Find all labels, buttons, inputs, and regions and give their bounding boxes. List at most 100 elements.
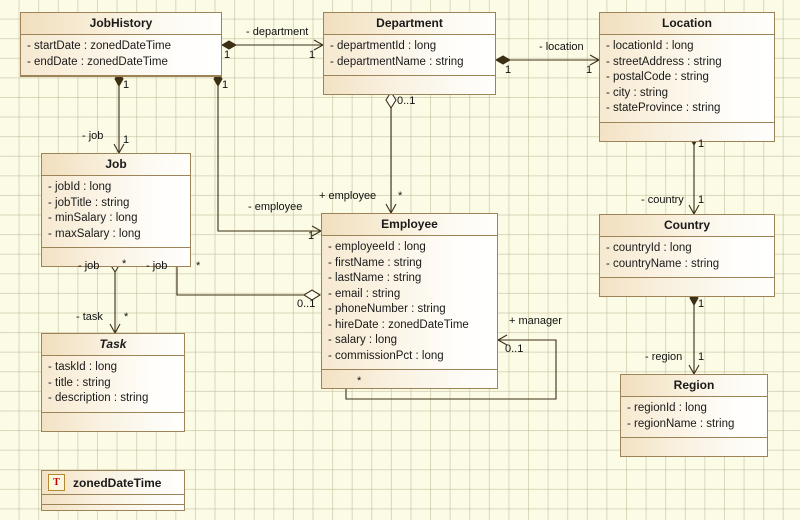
class-title-location: Location: [600, 13, 774, 35]
datatype-box-zoneddatetime[interactable]: T zonedDateTime: [41, 470, 185, 511]
class-attributes-jobhistory: - startDate : zonedDateTime - endDate : …: [21, 35, 221, 76]
attribute-row: - departmentId : long: [330, 40, 437, 52]
edge-department-location: [494, 54, 601, 66]
attribute-row: - locationId : long: [606, 40, 694, 52]
attribute-row: - countryName : string: [606, 257, 720, 270]
class-operations-task: [42, 412, 184, 431]
class-attributes-location: - locationId : long - streetAddress : st…: [600, 35, 774, 123]
attribute-row: - phoneNumber : string: [328, 303, 446, 315]
edge-department-employee: [385, 90, 397, 215]
class-attributes-task: - taskId : long - title : string - descr…: [42, 356, 184, 413]
attribute-row: - description : string: [48, 392, 149, 404]
attribute-row: - city : string: [606, 86, 668, 99]
class-attributes-job: - jobId : long - jobTitle : string - min…: [42, 176, 190, 248]
class-title-jobhistory: JobHistory: [21, 13, 221, 35]
mult-employee-manager-src: *: [357, 375, 362, 387]
datatype-header: T zonedDateTime: [42, 471, 184, 495]
class-title-task: Task: [42, 334, 184, 356]
class-box-jobhistory[interactable]: JobHistory - startDate : zonedDateTime -…: [20, 12, 222, 77]
class-operations-location: [600, 122, 774, 141]
attribute-row: - jobId : long: [48, 181, 112, 193]
edge-jobhistory-department: [220, 39, 325, 51]
datatype-compartment-2: [42, 505, 184, 510]
class-box-location[interactable]: Location - locationId : long - streetAdd…: [599, 12, 775, 142]
mult-jobhistory-department-tgt: 1: [309, 49, 316, 61]
edge-label-department: - department: [246, 26, 309, 38]
attribute-row: - endDate : zonedDateTime: [27, 55, 168, 68]
edge-label-job-jobhistory: - job: [82, 130, 104, 142]
edge-label-employee: - employee: [248, 201, 303, 213]
class-operations-department: [324, 76, 495, 94]
attribute-row: - departmentName : string: [330, 55, 464, 68]
mult-job-employee-tgt: 0..1: [297, 298, 316, 310]
edge-label-region: - region: [645, 351, 683, 363]
class-operations-job: [42, 248, 190, 266]
attribute-row: - regionId : long: [627, 402, 707, 414]
class-attributes-region: - regionId : long - regionName : string: [621, 397, 767, 438]
class-title-country: Country: [600, 215, 774, 237]
datatype-compartment-1: [42, 495, 184, 505]
mult-department-employee-src: 0..1: [397, 95, 416, 107]
mult-location-country-tgt: 1: [698, 194, 705, 206]
class-box-task[interactable]: Task - taskId : long - title : string - …: [41, 333, 185, 432]
class-attributes-employee: - employeeId : long - firstName : string…: [322, 236, 497, 370]
attribute-row: - email : string: [328, 287, 401, 300]
edge-label-job-task: - job: [78, 260, 100, 272]
class-title-employee: Employee: [322, 214, 497, 236]
edge-label-job-employee: - job: [146, 260, 168, 272]
attribute-row: - regionName : string: [627, 417, 735, 430]
attribute-row: - maxSalary : long: [48, 227, 141, 240]
edge-label-manager: + manager: [509, 315, 562, 327]
attribute-row: - postalCode : string: [606, 71, 709, 83]
mult-jobhistory-employee-tgt: 1: [308, 230, 315, 242]
attribute-row: - employeeId : long: [328, 241, 426, 253]
edge-job-employee: [171, 254, 322, 301]
mult-jobhistory-employee-src: 1: [222, 79, 229, 91]
mult-employee-manager-tgt: 0..1: [505, 343, 524, 355]
mult-department-location-src: 1: [505, 64, 512, 76]
edge-label-task: - task: [76, 311, 103, 323]
attribute-row: - lastName : string: [328, 272, 422, 284]
attribute-row: - commissionPct : long: [328, 349, 444, 362]
attribute-row: - streetAddress : string: [606, 55, 722, 68]
class-attributes-department: - departmentId : long - departmentName :…: [324, 35, 495, 76]
attribute-row: - stateProvince : string: [606, 102, 721, 114]
attribute-row: - taskId : long: [48, 361, 118, 373]
class-operations-country: [600, 278, 774, 296]
attribute-row: - jobTitle : string: [48, 196, 130, 209]
mult-job-task-tgt: *: [124, 311, 129, 323]
class-box-job[interactable]: Job - jobId : long - jobTitle : string -…: [41, 153, 191, 267]
class-title-job: Job: [42, 154, 190, 176]
attribute-row: - title : string: [48, 376, 111, 389]
mult-location-country-src: 1: [698, 138, 705, 150]
mult-department-location-tgt: 1: [586, 64, 593, 76]
mult-jobhistory-department-src: 1: [224, 49, 231, 61]
class-operations-region: [621, 438, 767, 456]
class-box-country[interactable]: Country - countryId : long - countryName…: [599, 214, 775, 297]
mult-department-employee-tgt: *: [398, 190, 403, 202]
class-title-region: Region: [621, 375, 767, 397]
mult-jobhistory-job-tgt: 1: [123, 134, 130, 146]
datatype-name: zonedDateTime: [73, 475, 162, 490]
class-box-department[interactable]: Department - departmentId : long - depar…: [323, 12, 496, 95]
type-icon: T: [48, 474, 65, 491]
mult-country-region-tgt: 1: [698, 351, 705, 363]
attribute-row: - hireDate : zonedDateTime: [328, 318, 469, 331]
class-box-region[interactable]: Region - regionId : long - regionName : …: [620, 374, 768, 457]
attribute-row: - minSalary : long: [48, 212, 138, 224]
mult-country-region-src: 1: [698, 298, 705, 310]
edge-label-employee-plus: + employee: [319, 190, 377, 202]
mult-job-employee-src: *: [196, 260, 201, 272]
edge-job-task: [109, 254, 121, 335]
edge-label-location: - location: [539, 41, 584, 53]
class-box-employee[interactable]: Employee - employeeId : long - firstName…: [321, 213, 498, 389]
attribute-row: - startDate : zonedDateTime: [27, 40, 172, 52]
attribute-row: - firstName : string: [328, 256, 422, 269]
attribute-row: - countryId : long: [606, 242, 692, 254]
class-operations-employee: [322, 370, 497, 388]
mult-job-task-src: *: [122, 258, 127, 270]
class-title-department: Department: [324, 13, 495, 35]
mult-jobhistory-job-src: 1: [123, 79, 130, 91]
class-attributes-country: - countryId : long - countryName : strin…: [600, 237, 774, 278]
